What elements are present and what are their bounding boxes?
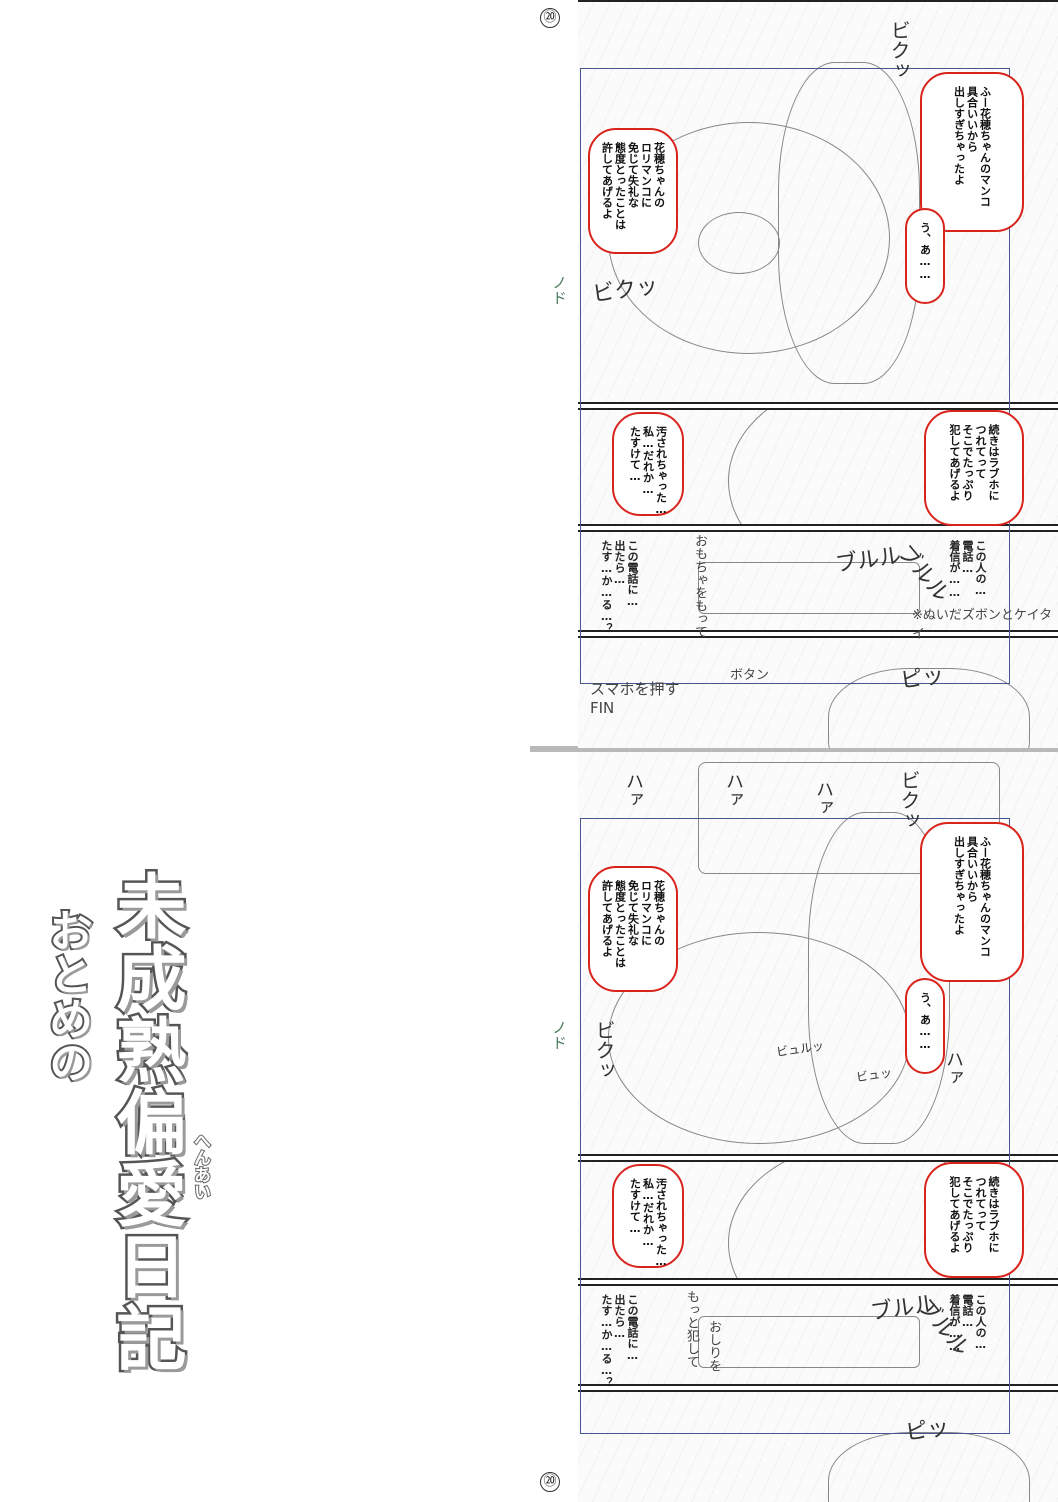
title-sub: おとめの bbox=[39, 906, 94, 1086]
narration-text: この電話に… 出たら… たす…か…る…？ bbox=[600, 1294, 639, 1388]
side-note-top: ノド bbox=[550, 275, 568, 305]
title-logo: 未成熟偏愛日記 おとめの へんあい bbox=[30, 868, 211, 1470]
speech-bubble: 続きはラブホに つれてって そこでたっぷり 犯してあげるよ bbox=[924, 410, 1024, 526]
speech-bubble: ふー花穂ちゃんのマンコ 具合いいから 出しすぎちゃったよ bbox=[920, 72, 1024, 232]
page-number-bottom: ⑳ bbox=[540, 1472, 560, 1492]
sound-effect: ビクッ bbox=[897, 770, 921, 830]
speech-bubble: う、あ…… bbox=[905, 978, 945, 1074]
title-main-part1: 未成熟 bbox=[103, 868, 190, 1089]
sound-effect: ピッ bbox=[903, 1415, 951, 1446]
speech-bubble: 汚されちゃった… 私…だれか… たすけて… bbox=[612, 412, 684, 516]
hand-note: おしりを bbox=[706, 1320, 721, 1372]
speech-bubble: 続きはラブホに つれてって そこでたっぷり 犯してあげるよ bbox=[924, 1162, 1024, 1278]
sound-effect: ピッ bbox=[898, 663, 946, 694]
title-main: 未成熟偏愛日記 bbox=[103, 868, 190, 1377]
speech-bubble: 花穂ちゃんの ロリマンコに 免じて失礼な 態度とったことは 許してあげるよ bbox=[588, 866, 678, 992]
speech-bubble: 花穂ちゃんの ロリマンコに 免じて失礼な 態度とったことは 許してあげるよ bbox=[588, 128, 678, 254]
page-divider bbox=[530, 746, 1058, 752]
sound-effect: ハァ bbox=[623, 772, 644, 808]
sound-effect: ビクッ bbox=[592, 1020, 616, 1080]
speech-bubble: う、あ…… bbox=[905, 208, 945, 304]
page-number-top: ⑳ bbox=[540, 8, 560, 28]
narration-text: この人の… 電話… 着信が…… bbox=[948, 540, 987, 599]
side-note-bottom: ノド bbox=[550, 1020, 568, 1050]
speech-bubble: ふー花穂ちゃんのマンコ 具合いいから 出しすぎちゃったよ bbox=[920, 822, 1024, 982]
panel-bottom-4 bbox=[578, 1390, 1058, 1502]
sound-effect: ハァ bbox=[723, 772, 744, 808]
sound-effect: ハァ bbox=[943, 1050, 964, 1086]
panel-bottom-3 bbox=[578, 1284, 1058, 1388]
hand-note: ボタン bbox=[730, 668, 770, 683]
panel-top-4 bbox=[578, 636, 1058, 748]
title-main-part2: 偏愛日記 bbox=[103, 1084, 190, 1377]
speech-bubble: 汚されちゃった… 私…だれか… たすけて… bbox=[612, 1164, 684, 1268]
sound-effect: ハァ bbox=[813, 780, 834, 816]
hand-note: もっと犯して bbox=[684, 1290, 699, 1368]
sound-effect: ビクッ bbox=[887, 20, 911, 80]
hand-note: おもちゃをもって bbox=[692, 534, 707, 638]
hand-note: ※ぬいだズボンとケイタイ bbox=[912, 608, 1053, 642]
hand-note: スマホを押す FIN bbox=[590, 680, 680, 717]
narration-text: この人の… 電話… 着信が…… bbox=[948, 1294, 987, 1353]
title-ruby: へんあい bbox=[189, 1131, 211, 1201]
narration-text: この電話に… 出たら… たす…か…る…？ bbox=[600, 540, 639, 634]
